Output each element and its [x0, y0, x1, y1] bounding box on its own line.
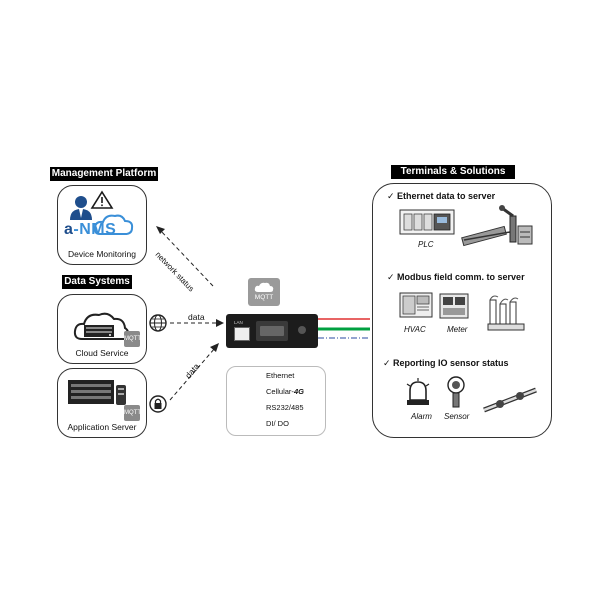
sensor-icon	[447, 376, 465, 408]
management-platform-header: Management Platform	[50, 167, 158, 181]
cloud-service-label: Cloud Service	[75, 348, 129, 358]
legend-cellular-4g: 4G	[293, 387, 304, 396]
ethernet-port	[234, 327, 250, 341]
device-monitoring-panel: a-NMS Device Monitoring	[57, 185, 147, 265]
sensor-label: Sensor	[444, 412, 470, 421]
meter-label: Meter	[447, 325, 468, 334]
section-io-title: ✓ Reporting IO sensor status	[383, 358, 509, 368]
mqtt-device-label: MQTT	[254, 294, 274, 301]
plc-icon	[399, 209, 455, 235]
section-modbus-title: ✓ Modbus field comm. to server	[387, 272, 525, 282]
mqtt-badge-cloud: MQTT	[124, 331, 141, 347]
nms-graphic	[70, 190, 134, 235]
status-led	[298, 326, 306, 334]
alarm-label: Alarm	[411, 412, 432, 421]
mqtt-device-badge: MQTT	[248, 278, 280, 306]
factory-icon	[487, 295, 525, 331]
application-server-label: Application Server	[67, 422, 137, 432]
plc-label: PLC	[418, 240, 434, 249]
gateway-device: LAN	[226, 314, 318, 348]
data-app-line	[169, 347, 216, 401]
legend-cellular-text: Cellular-	[266, 387, 294, 396]
section-ethernet-title: ✓ Ethernet data to server	[387, 191, 496, 201]
data-cloud-label: data	[188, 312, 205, 322]
cloud-service-panel: MQTT Cloud Service	[57, 294, 147, 364]
data-systems-header: Data Systems	[62, 275, 132, 289]
cloud-server-icon	[73, 312, 130, 340]
application-server-icon	[68, 380, 126, 405]
legend-box	[226, 366, 326, 436]
cloud-icon	[93, 214, 134, 235]
legend-ethernet-label: Ethernet	[266, 371, 295, 380]
mqtt-cloud-icon	[254, 282, 274, 292]
terminals-header: Terminals & Solutions	[391, 165, 515, 179]
nms-logo: a-NMS	[64, 221, 116, 239]
data-cloud-arrowhead	[216, 319, 224, 327]
application-server-panel: MQTT Application Server	[57, 368, 147, 438]
alarm-icon	[406, 378, 430, 405]
robot-arm-icon	[461, 205, 533, 247]
mqtt-badge-app: MQTT	[124, 405, 141, 421]
user-icon	[70, 196, 92, 220]
serial-pins	[260, 326, 284, 336]
gateway-port-label: LAN	[234, 320, 243, 325]
nms-logo-prefix: a	[64, 221, 74, 238]
network-status-line	[159, 229, 214, 287]
legend-dido-label: DI/ DO	[266, 419, 289, 428]
warning-icon	[90, 190, 114, 209]
data-app-arrowhead	[210, 343, 219, 352]
device-monitoring-label: Device Monitoring	[67, 249, 137, 259]
network-status-arrowhead	[156, 226, 165, 234]
legend-rs-label: RS232/485	[266, 403, 304, 412]
hvac-icon	[399, 292, 433, 318]
pipeline-sensor-icon	[483, 387, 537, 413]
meter-icon	[439, 293, 469, 319]
serial-connector	[256, 321, 288, 341]
hvac-label: HVAC	[404, 325, 426, 334]
legend-cellular-label: Cellular-4G	[266, 387, 304, 396]
nms-logo-text: -NMS	[73, 221, 117, 238]
secure-globe-icon	[149, 395, 167, 413]
globe-icon	[149, 314, 167, 332]
